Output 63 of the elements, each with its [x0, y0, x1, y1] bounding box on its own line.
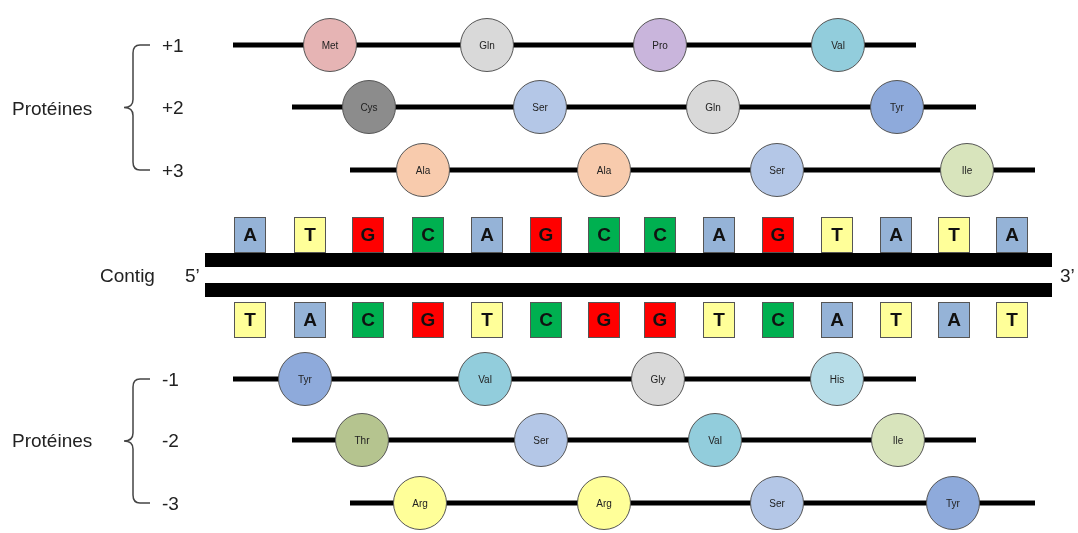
- amino-acid-circle: Ser: [514, 413, 568, 467]
- frame-label: -3: [162, 494, 179, 513]
- frame-label: +2: [162, 98, 184, 117]
- frame-label: +3: [162, 161, 184, 180]
- nucleotide-box: A: [703, 217, 735, 253]
- amino-acid-circle: Ser: [750, 476, 804, 530]
- end-label: 5’: [185, 266, 200, 285]
- strand-label: Contig: [100, 266, 155, 285]
- amino-acid-circle: Cys: [342, 80, 396, 134]
- frame-label: +1: [162, 36, 184, 55]
- amino-acid-circle: Arg: [393, 476, 447, 530]
- amino-acid-circle: Met: [303, 18, 357, 72]
- nucleotide-box: C: [352, 302, 384, 338]
- amino-acid-circle: Ile: [871, 413, 925, 467]
- frame-label: -2: [162, 431, 179, 450]
- nucleotide-box: A: [996, 217, 1028, 253]
- nucleotide-box: T: [996, 302, 1028, 338]
- nucleotide-box: C: [644, 217, 676, 253]
- nucleotide-box: G: [644, 302, 676, 338]
- amino-acid-circle: Tyr: [278, 352, 332, 406]
- nucleotide-box: G: [530, 217, 562, 253]
- amino-acid-circle: Tyr: [870, 80, 924, 134]
- nucleotide-box: C: [412, 217, 444, 253]
- group-label: Protéines: [12, 431, 93, 450]
- nucleotide-box: C: [530, 302, 562, 338]
- nucleotide-box: C: [762, 302, 794, 338]
- amino-acid-circle: Arg: [577, 476, 631, 530]
- amino-acid-circle: Gly: [631, 352, 685, 406]
- nucleotide-box: G: [588, 302, 620, 338]
- nucleotide-box: A: [471, 217, 503, 253]
- nucleotide-box: T: [471, 302, 503, 338]
- frame-label: -1: [162, 370, 179, 389]
- nucleotide-box: A: [938, 302, 970, 338]
- amino-acid-circle: Ser: [513, 80, 567, 134]
- amino-acid-circle: Pro: [633, 18, 687, 72]
- nucleotide-box: T: [234, 302, 266, 338]
- nucleotide-box: G: [762, 217, 794, 253]
- nucleotide-box: G: [412, 302, 444, 338]
- nucleotide-box: T: [880, 302, 912, 338]
- amino-acid-circle: Ile: [940, 143, 994, 197]
- amino-acid-circle: Ala: [577, 143, 631, 197]
- amino-acid-circle: Val: [811, 18, 865, 72]
- nucleotide-box: T: [294, 217, 326, 253]
- nucleotide-box: C: [588, 217, 620, 253]
- amino-acid-circle: Ser: [750, 143, 804, 197]
- amino-acid-circle: His: [810, 352, 864, 406]
- amino-acid-circle: Gln: [460, 18, 514, 72]
- nucleotide-box: A: [234, 217, 266, 253]
- amino-acid-circle: Val: [458, 352, 512, 406]
- nucleotide-box: T: [938, 217, 970, 253]
- amino-acid-circle: Ala: [396, 143, 450, 197]
- nucleotide-box: A: [880, 217, 912, 253]
- nucleotide-box: G: [352, 217, 384, 253]
- nucleotide-box: T: [703, 302, 735, 338]
- amino-acid-circle: Thr: [335, 413, 389, 467]
- amino-acid-circle: Tyr: [926, 476, 980, 530]
- end-label: 3’: [1060, 266, 1075, 285]
- nucleotide-box: T: [821, 217, 853, 253]
- amino-acid-circle: Gln: [686, 80, 740, 134]
- group-label: Protéines: [12, 99, 93, 118]
- nucleotide-box: A: [294, 302, 326, 338]
- nucleotide-box: A: [821, 302, 853, 338]
- amino-acid-circle: Val: [688, 413, 742, 467]
